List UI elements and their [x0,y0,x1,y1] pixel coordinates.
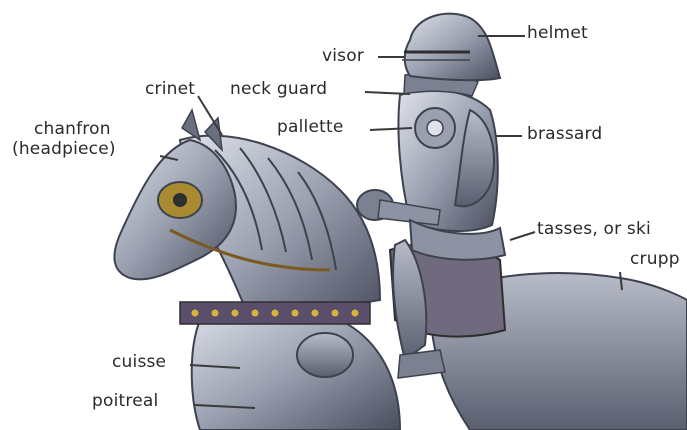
label-crinet: crinet [145,80,195,98]
knight-helmet [405,14,500,81]
label-poitreal: poitreal [92,392,158,410]
strap-studs [192,310,359,317]
label-crupper: crupp [630,250,687,268]
label-chanfron: chanfron [34,120,111,138]
label-brassard: brassard [527,125,602,143]
label-pallette: pallette [277,118,344,136]
label-helmet: helmet [527,24,588,42]
label-neck-guard: neck guard [230,80,327,98]
label-cuisse: cuisse [112,353,166,371]
label-visor: visor [322,47,364,65]
label-tasses: tasses, or ski [537,220,687,238]
label-chanfron-headpiece: (headpiece) [12,140,116,158]
